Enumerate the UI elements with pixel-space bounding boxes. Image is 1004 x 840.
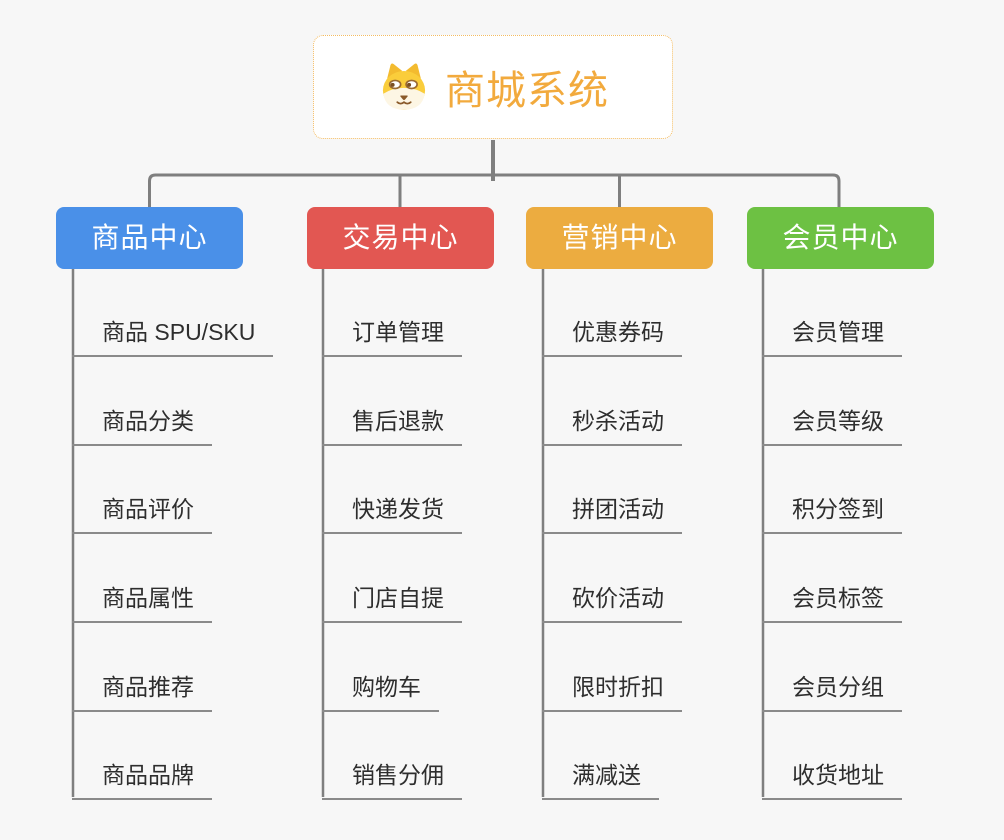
leaf-node[interactable]: 商品评价 — [72, 494, 212, 534]
leaf-node[interactable]: 快递发货 — [322, 494, 462, 534]
leaf-node[interactable]: 门店自提 — [322, 583, 462, 623]
leaf-node[interactable]: 商品属性 — [72, 583, 212, 623]
leaf-node[interactable]: 订单管理 — [322, 317, 462, 357]
leaf-node[interactable]: 秒杀活动 — [542, 406, 682, 446]
leaf-node[interactable]: 拼团活动 — [542, 494, 682, 534]
leaf-node[interactable]: 会员等级 — [762, 406, 902, 446]
leaf-node[interactable]: 商品 SPU/SKU — [72, 317, 274, 357]
leaf-node[interactable]: 商品推荐 — [72, 672, 212, 712]
leaf-node[interactable]: 销售分佣 — [322, 760, 462, 800]
branch-product-center[interactable]: 商品中心 — [56, 207, 243, 269]
branch-member-center[interactable]: 会员中心 — [747, 207, 934, 269]
shiba-dog-icon — [377, 60, 431, 114]
leaf-node[interactable]: 会员管理 — [762, 317, 902, 357]
root-title: 商城系统 — [445, 69, 609, 113]
root-node[interactable]: 商城系统 — [313, 35, 673, 139]
leaf-node[interactable]: 砍价活动 — [542, 583, 682, 623]
leaf-node[interactable]: 会员分组 — [762, 672, 902, 712]
leaf-node[interactable]: 限时折扣 — [542, 672, 682, 712]
leaf-node[interactable]: 商品品牌 — [72, 760, 212, 800]
leaf-node[interactable]: 满减送 — [542, 760, 659, 800]
leaf-node[interactable]: 会员标签 — [762, 583, 902, 623]
leaf-node[interactable]: 售后退款 — [322, 406, 462, 446]
branch-trade-center[interactable]: 交易中心 — [307, 207, 494, 269]
leaf-node[interactable]: 购物车 — [322, 672, 439, 712]
leaf-node[interactable]: 商品分类 — [72, 406, 212, 446]
leaf-node[interactable]: 优惠券码 — [542, 317, 682, 357]
leaf-node[interactable]: 积分签到 — [762, 494, 902, 534]
branch-marketing-center[interactable]: 营销中心 — [526, 207, 713, 269]
leaf-node[interactable]: 收货地址 — [762, 760, 902, 800]
